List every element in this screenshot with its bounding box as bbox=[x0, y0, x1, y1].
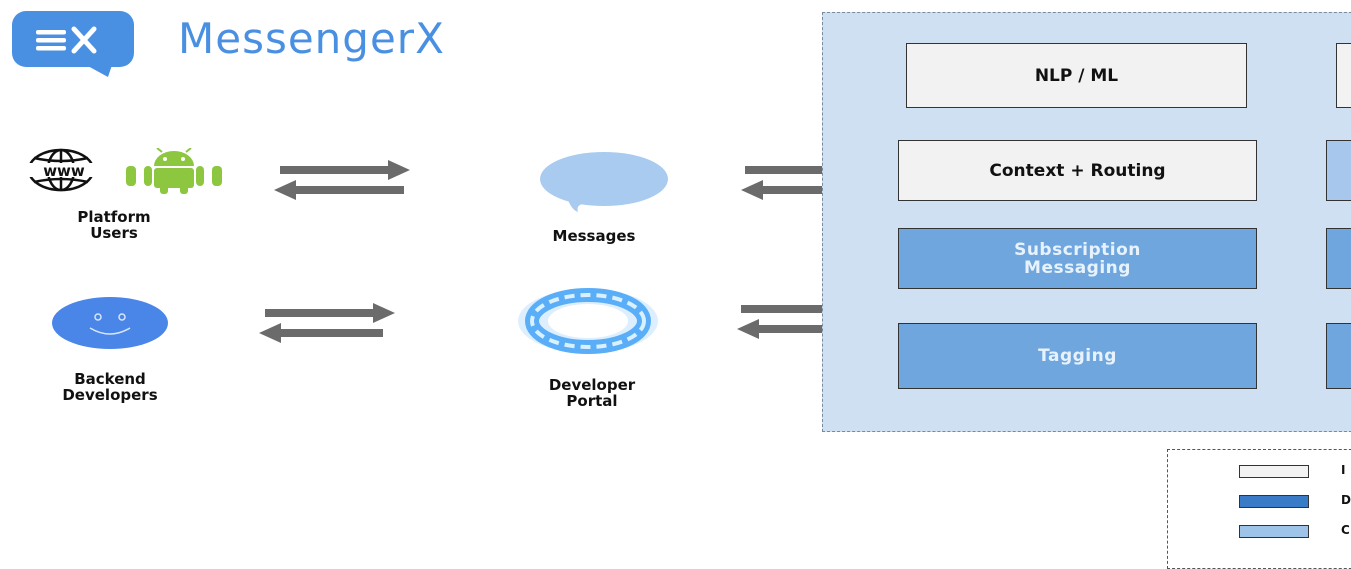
speech-bubble-icon bbox=[538, 150, 670, 214]
backend-developers-label: Backend Developers bbox=[40, 371, 180, 403]
messengerx-logo-icon bbox=[12, 11, 134, 77]
cut-off-box-4 bbox=[1326, 323, 1351, 389]
nlp-ml-box: NLP / ML bbox=[906, 43, 1247, 108]
platform-users-label-line1: Platform bbox=[77, 208, 151, 226]
subscription-messaging-box: Subscription Messaging bbox=[898, 228, 1257, 289]
cut-off-box-1 bbox=[1336, 43, 1351, 108]
portal-services-arrows bbox=[733, 297, 873, 343]
developer-portal-label: Developer Portal bbox=[512, 377, 672, 409]
backend-developers-label-line2: Developers bbox=[62, 386, 158, 404]
cut-off-box-2 bbox=[1326, 140, 1351, 201]
messages-services-arrows bbox=[737, 158, 877, 204]
developer-portal-label-line2: Portal bbox=[566, 392, 618, 410]
svg-text:www: www bbox=[43, 162, 85, 180]
tagging-box: Tagging bbox=[898, 323, 1257, 389]
legend-swatch-2 bbox=[1239, 495, 1309, 508]
users-messages-arrows bbox=[270, 158, 410, 204]
messages-label: Messages bbox=[552, 227, 636, 245]
platform-users-label: Platform Users bbox=[44, 209, 184, 241]
subscription-messaging-line1: Subscription bbox=[1014, 239, 1141, 260]
legend-label-2: D bbox=[1341, 493, 1351, 507]
context-routing-box: Context + Routing bbox=[898, 140, 1257, 201]
smiley-face-icon bbox=[50, 296, 170, 350]
android-icon bbox=[124, 147, 224, 194]
legend-label-1: I bbox=[1341, 463, 1346, 477]
subscription-messaging-line2: Messaging bbox=[1024, 257, 1131, 278]
cut-off-box-3 bbox=[1326, 228, 1351, 289]
logo-wordmark: MessengerX bbox=[178, 14, 445, 63]
globe-www-icon: www bbox=[16, 148, 112, 192]
portal-ring-icon bbox=[513, 285, 663, 357]
developers-portal-arrows bbox=[255, 301, 395, 347]
platform-users-label-line2: Users bbox=[90, 224, 138, 242]
legend-swatch-1 bbox=[1239, 465, 1309, 478]
legend-label-3: C bbox=[1341, 523, 1350, 537]
developer-portal-label-line1: Developer bbox=[548, 376, 636, 394]
legend-swatch-3 bbox=[1239, 525, 1309, 538]
backend-developers-label-line1: Backend bbox=[74, 370, 146, 388]
